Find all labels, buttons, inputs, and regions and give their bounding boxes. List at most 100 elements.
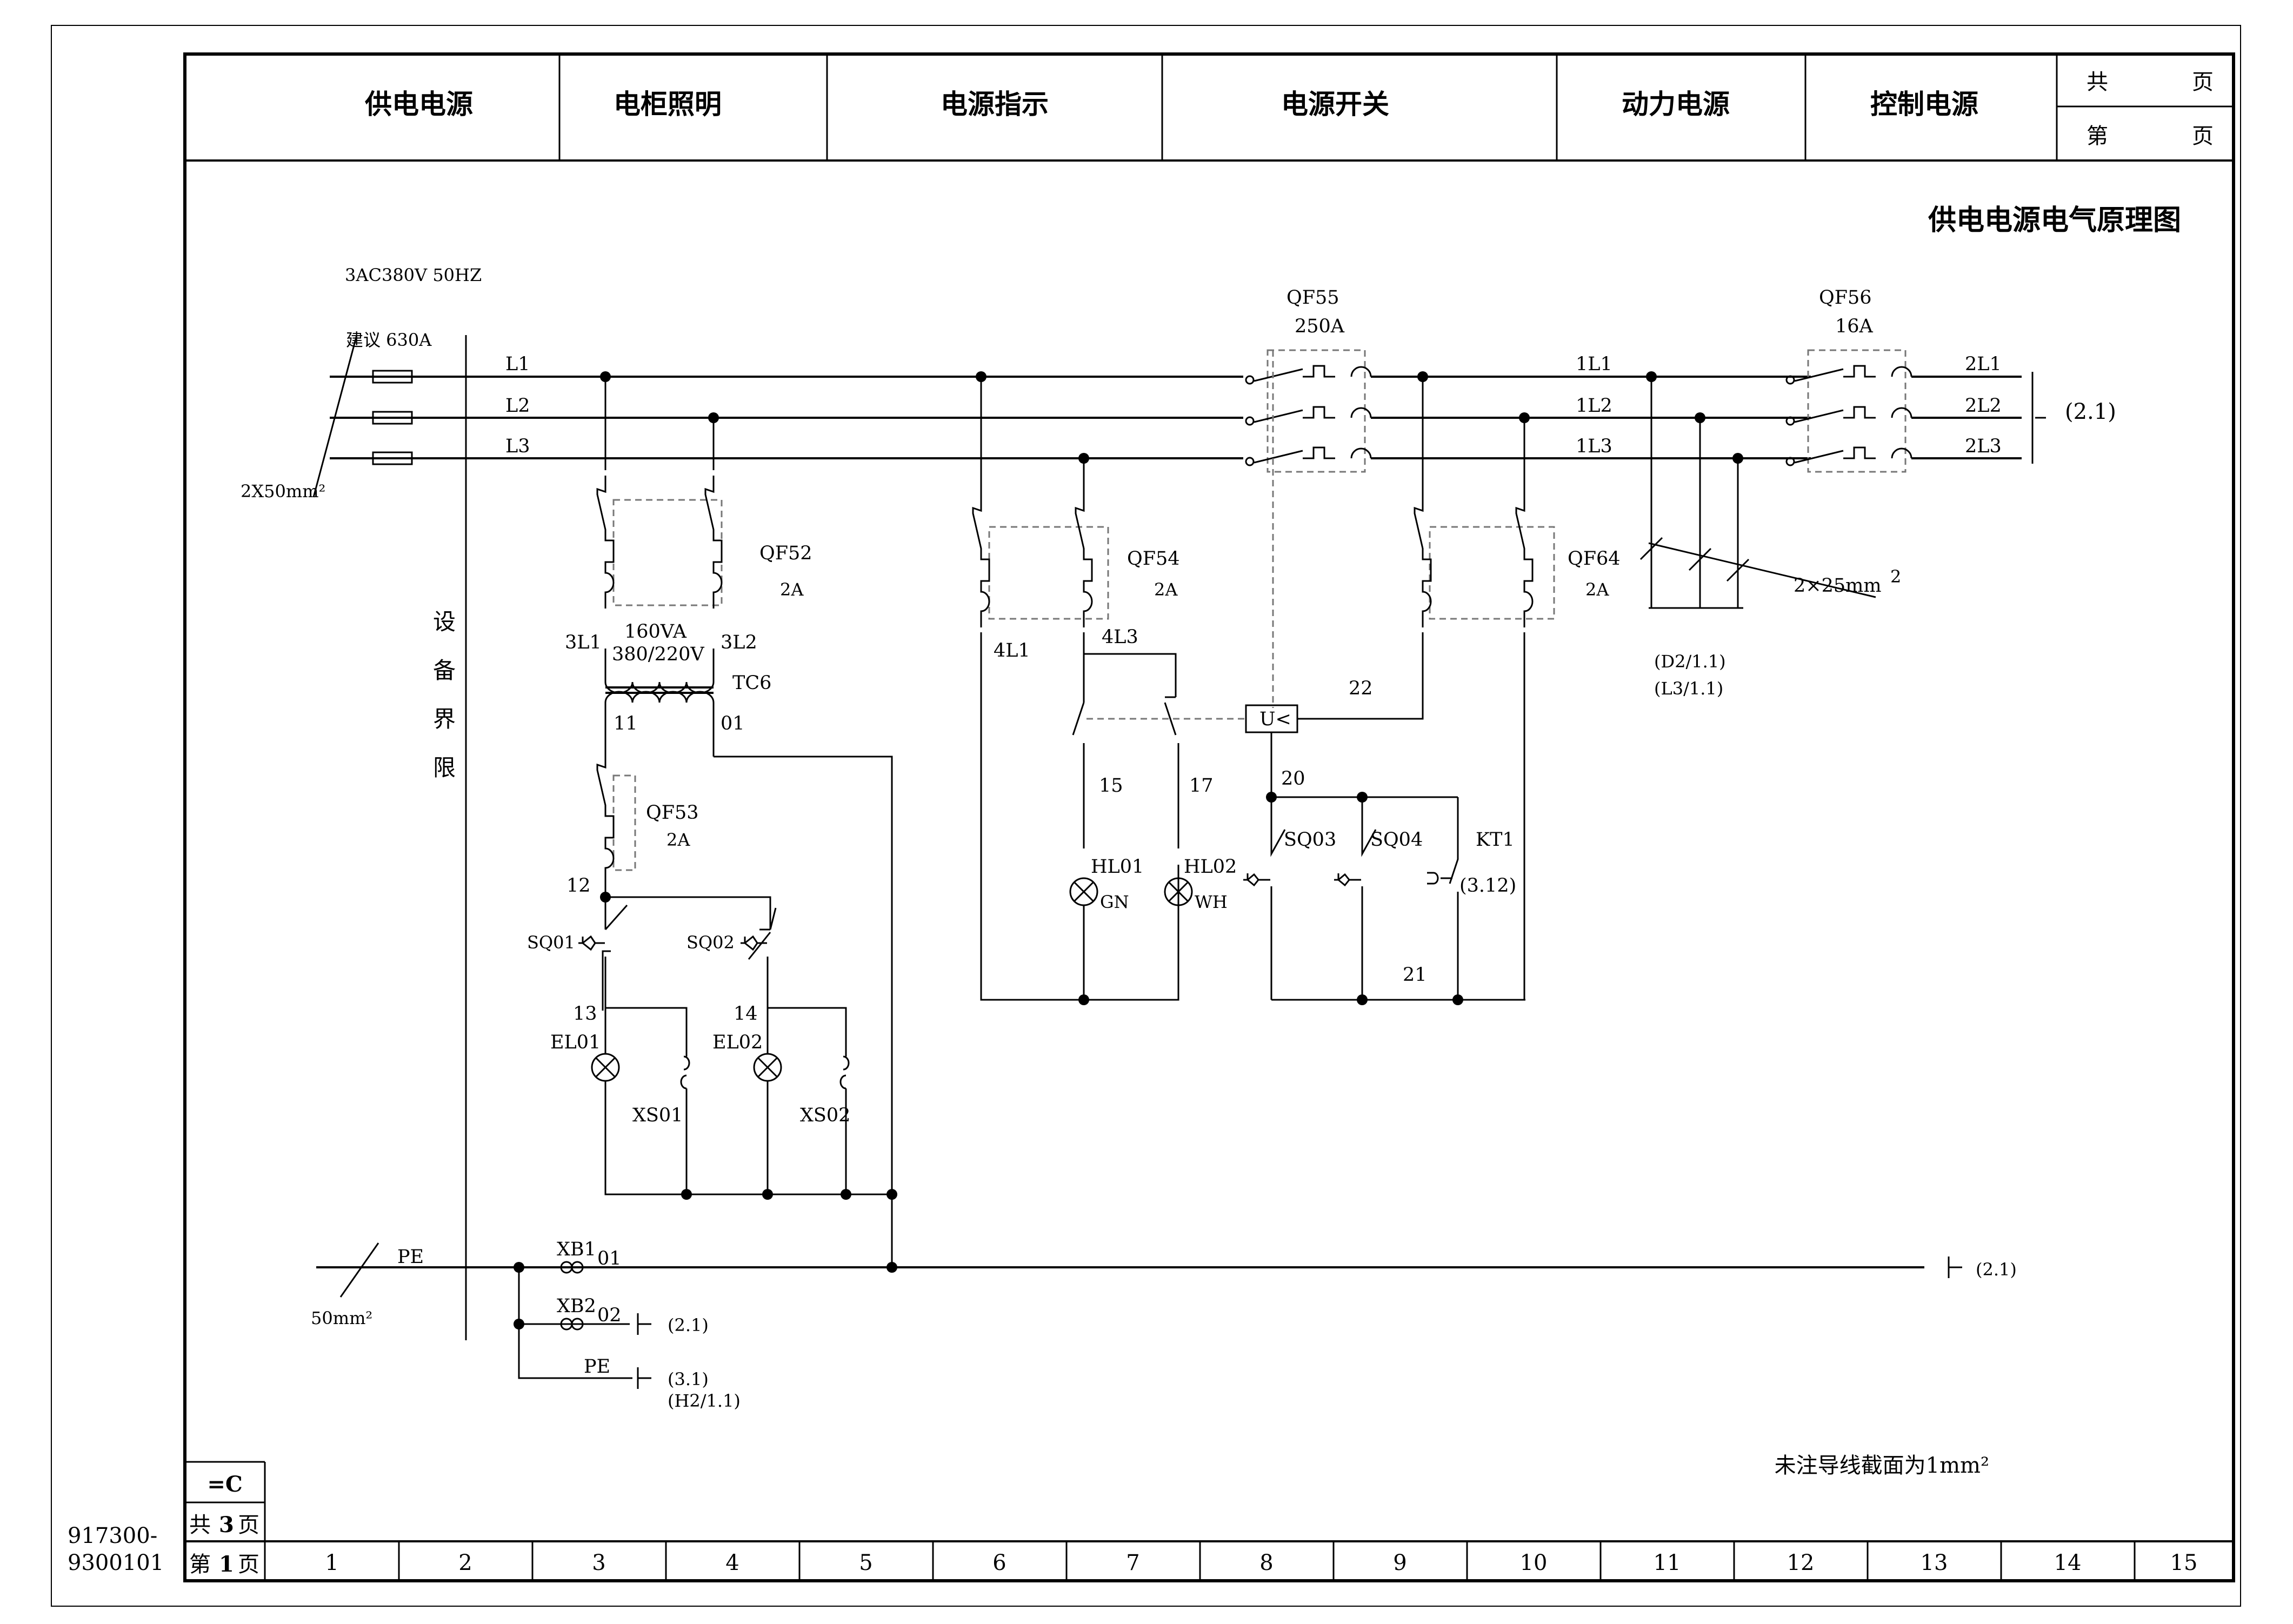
bus-label-2l1: 2L1 — [1965, 353, 2002, 375]
qf53-name: QF53 — [646, 802, 699, 824]
output-cross-ref: (2.1) — [2065, 399, 2116, 424]
el01-lamp-symbol — [591, 1053, 620, 1082]
column-number: 12 — [1787, 1551, 1815, 1575]
wire-4l1-return — [980, 632, 1179, 1001]
total-pages-label: 共 — [189, 1513, 211, 1538]
drawing-code: =C — [207, 1472, 242, 1497]
pe-drop — [518, 1267, 632, 1379]
qf64-breaker-symbol — [1414, 377, 1555, 627]
current-page-unit: 页 — [238, 1552, 259, 1577]
qf64-name: QF64 — [1568, 548, 1621, 570]
transformer-voltage: 380/220V — [612, 644, 704, 665]
tap-cable-size-superscript: 2 — [1890, 566, 1901, 587]
column-number: 6 — [992, 1551, 1006, 1575]
xb2-number: 02 — [597, 1305, 622, 1326]
header-section-indication: 电源指示 — [941, 89, 1049, 120]
pe-cross-ref: (2.1) — [1976, 1259, 2017, 1280]
cable-tick-mark — [312, 335, 358, 498]
hl02-lamp-symbol — [1164, 877, 1193, 906]
xb1-number: 01 — [597, 1248, 622, 1269]
wire-17: 17 — [1189, 775, 1214, 797]
xb2-junction — [514, 1319, 524, 1329]
sq03-label: SQ03 — [1284, 829, 1336, 851]
drawing-number-1: 917300- — [68, 1523, 157, 1548]
busbar-label-l3: L3 — [505, 436, 530, 457]
hl02-label: HL02 — [1184, 856, 1237, 878]
hl02-color: WH — [1195, 892, 1228, 912]
supply-fuse-rating: 建议 630A — [346, 330, 432, 350]
wire-4l3: 4L3 — [1102, 626, 1138, 648]
pe-cable-tick — [339, 1242, 379, 1298]
sq01-switch-symbol — [578, 897, 628, 1011]
wire-11: 11 — [614, 713, 638, 734]
hl01-lamp-symbol — [1069, 877, 1098, 1000]
boundary-label-char: 限 — [433, 754, 456, 781]
column-ruler-dividers — [398, 1541, 2136, 1581]
kt1-contact-symbol — [1427, 840, 1459, 1000]
header-total-unit: 页 — [2192, 70, 2214, 95]
header-page-label: 第 — [2087, 124, 2108, 149]
drawing-number-2: 9300101 — [68, 1551, 164, 1575]
column-number: 11 — [1654, 1551, 1681, 1575]
wire-4l3-feed — [1083, 632, 1177, 703]
page-title: 供电电源电气原理图 — [1928, 204, 2181, 237]
column-number: 14 — [2054, 1551, 2082, 1575]
current-page-label: 第 — [189, 1552, 211, 1577]
total-pages-number: 3 — [219, 1512, 234, 1538]
kt1-label: KT1 — [1476, 829, 1515, 851]
sq04-label: SQ04 — [1370, 829, 1423, 851]
qf55-breaker-symbol — [1245, 349, 1372, 473]
sq01-label: SQ01 — [527, 932, 575, 953]
tap-ref-l3: (L3/1.1) — [1654, 678, 1723, 699]
xs02-label: XS02 — [800, 1105, 850, 1126]
pe-label: PE — [397, 1246, 424, 1268]
transformer-power: 160VA — [624, 621, 687, 643]
supply-spec: 3AC380V 50HZ — [345, 265, 482, 285]
column-number: 13 — [1921, 1551, 1948, 1575]
wire-3l2: 3L2 — [721, 632, 757, 653]
pe2-cross-ref-1: (3.1) — [668, 1369, 709, 1389]
lighting-return-bus — [604, 1081, 892, 1195]
el01-label: EL01 — [550, 1032, 601, 1053]
busbar-label-l2: L2 — [505, 395, 530, 417]
pe2-label: PE — [584, 1356, 610, 1378]
qf64-return — [1427, 632, 1525, 1001]
lighting-return-junctions — [681, 1189, 897, 1200]
boundary-label-char: 界 — [433, 706, 456, 732]
qf56-name: QF56 — [1819, 287, 1872, 309]
column-number: 1 — [325, 1551, 338, 1575]
qf54-rating: 2A — [1154, 579, 1178, 600]
qf55-rating: 250A — [1295, 316, 1345, 337]
pe2-terminal-bracket — [637, 1367, 651, 1389]
qf56-rating: 16A — [1835, 316, 1874, 337]
el02-lamp-symbol — [753, 1053, 782, 1082]
tap-ref-d2: (D2/1.1) — [1654, 651, 1726, 672]
xb2-label: XB2 — [557, 1295, 596, 1317]
column-number: 5 — [859, 1551, 872, 1575]
tap-cable-size: 2×25mm — [1794, 575, 1882, 597]
wire-20-label: 20 — [1281, 768, 1305, 790]
header-section-control: 控制电源 — [1870, 89, 1978, 120]
column-number: 9 — [1393, 1551, 1407, 1575]
wire-4l1: 4L1 — [994, 640, 1030, 661]
wire-01-return — [714, 756, 893, 1267]
xs01-label: XS01 — [632, 1105, 683, 1126]
junction-dot — [1078, 994, 1089, 1005]
column-number: 10 — [1520, 1551, 1548, 1575]
wire-3l1: 3L1 — [565, 632, 602, 653]
qf52-name: QF52 — [759, 543, 812, 564]
wire-12-feed — [604, 881, 771, 930]
junction-dot — [1452, 994, 1463, 1005]
xb2-cross-ref: (2.1) — [668, 1315, 709, 1335]
sq04-switch-symbol — [1334, 829, 1377, 1000]
header-section-lighting: 电柜照明 — [614, 89, 722, 120]
bus-label-1l3: 1L3 — [1576, 436, 1612, 457]
junction-dot — [1357, 994, 1368, 1005]
sq02-switch-symbol — [741, 907, 777, 960]
pe-terminal-bracket — [1948, 1257, 1962, 1278]
pe-junction — [886, 1262, 897, 1273]
bus-label-2l2: 2L2 — [1965, 395, 2002, 417]
qf53-rating: 2A — [666, 830, 690, 850]
wire-22 — [1297, 632, 1424, 720]
